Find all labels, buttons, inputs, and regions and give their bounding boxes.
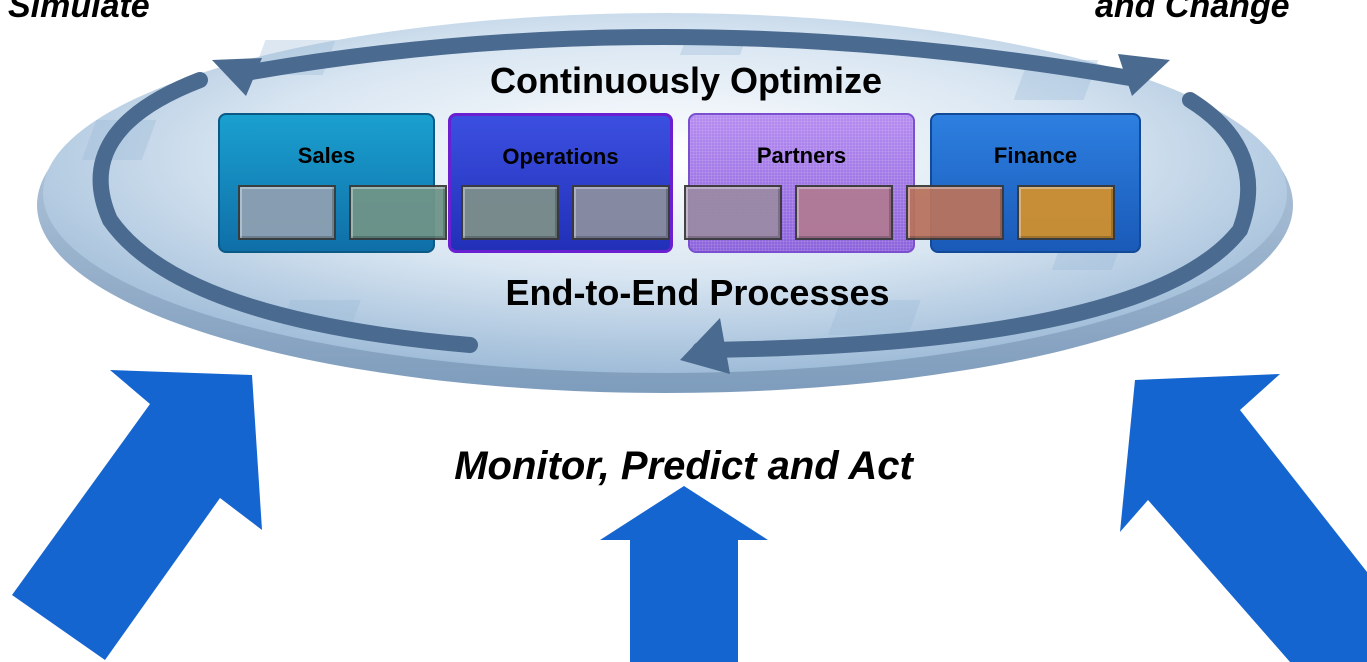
department-label: Finance — [993, 143, 1078, 168]
department-label: Operations — [502, 144, 619, 169]
blue-arrow-right — [1120, 374, 1367, 662]
department-label: Partners — [756, 143, 847, 168]
process-step — [1017, 185, 1115, 240]
process-step — [795, 185, 893, 240]
process-step — [906, 185, 1004, 240]
process-step — [349, 185, 447, 240]
end-to-end-processes-label: End-to-End Processes — [505, 272, 890, 313]
monitor-predict-act-caption: Monitor, Predict and Act — [454, 444, 913, 488]
blue-arrow-left — [12, 370, 262, 660]
process-step — [684, 185, 782, 240]
loop-arrow-top — [232, 29, 1138, 86]
department-label: Sales — [297, 143, 356, 168]
corner-text-right: and Change — [1095, 0, 1290, 25]
loop-arrowhead-top-left — [212, 58, 262, 96]
blue-arrow-center — [600, 486, 768, 662]
continuously-optimize-label: Continuously Optimize — [490, 60, 882, 101]
loop-arrow-left — [92, 72, 478, 353]
corner-text-left: Simulate — [8, 0, 150, 25]
loop-arrow-right — [692, 92, 1257, 358]
loop-arrows — [92, 29, 1257, 358]
loop-arrowhead-bottom — [680, 318, 730, 374]
process-step — [461, 185, 559, 240]
process-step — [238, 185, 336, 240]
loop-arrowhead-top-right — [1118, 54, 1170, 96]
process-step — [572, 185, 670, 240]
